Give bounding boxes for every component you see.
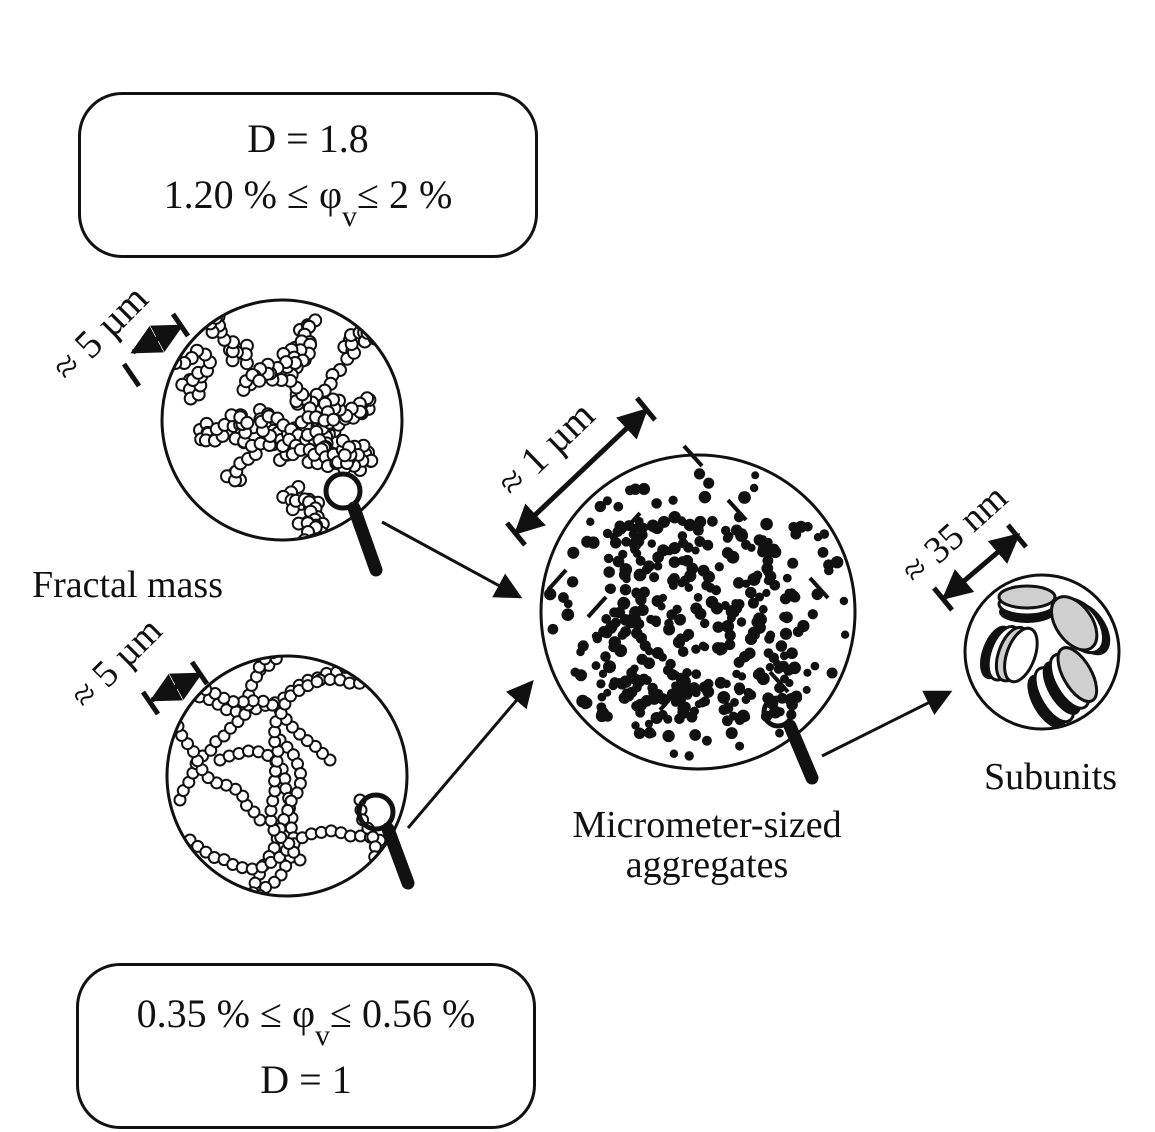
volume-fraction-range-top: 1.20 % ≤ φv≤ 2 %	[81, 172, 535, 232]
subunit-disk-stack-4	[1027, 646, 1099, 729]
fractal-dimension-top: D = 1.8	[247, 116, 369, 161]
volume-fraction-range-top-right: ≤ 2 %	[357, 172, 453, 217]
magnifier-handle-dense	[323, 471, 383, 577]
arrow-aggregate-to-subunits	[821, 690, 953, 758]
flow-arrows	[381, 520, 953, 829]
arrow-chain-to-aggregate	[406, 679, 534, 829]
scale-bar-subunit	[932, 523, 1028, 612]
top-parameter-box: D = 1.8 1.20 % ≤ φv≤ 2 %	[78, 92, 538, 258]
subunit-disk-stack-3	[980, 625, 1039, 684]
fractal-mass-dense-circle	[160, 298, 404, 542]
volume-fraction-range-bottom-right: ≤ 0.56 %	[330, 991, 476, 1036]
aggregate-circle	[539, 444, 857, 771]
magnifier-handle-aggregate	[761, 695, 819, 785]
label-fractal-mass: Fractal mass	[32, 564, 224, 606]
arrow-dense-to-aggregate	[381, 520, 523, 599]
fractal-dimension-bottom: D = 1	[260, 1057, 352, 1102]
label-aggregates-line1: Micrometer-sized	[572, 804, 842, 846]
volume-fraction-range-bottom-left: 0.35 % ≤ φ	[136, 991, 316, 1036]
label-aggregates: Micrometer-sized aggregates	[540, 804, 874, 886]
scale-bar-fractal-bottom	[140, 660, 210, 716]
label-aggregates-line2: aggregates	[625, 843, 789, 886]
subunit-disk-stack-1	[997, 584, 1057, 623]
magnifier-handle-chain	[356, 792, 415, 890]
volume-fraction-range-bottom: 0.35 % ≤ φv≤ 0.56 %	[79, 991, 533, 1051]
label-subunits: Subunits	[984, 756, 1118, 798]
scale-bar-fractal-top	[121, 312, 191, 388]
subunit-disk-stack-2	[1049, 595, 1111, 656]
bottom-parameter-box: 0.35 % ≤ φv≤ 0.56 % D = 1	[76, 963, 536, 1129]
subunits-circle	[963, 573, 1121, 731]
phi-subscript-bottom: v	[315, 1019, 331, 1052]
scale-bar-aggregate	[505, 396, 657, 547]
phi-subscript-top: v	[342, 200, 358, 233]
volume-fraction-range-top-left: 1.20 % ≤ φ	[163, 172, 343, 217]
